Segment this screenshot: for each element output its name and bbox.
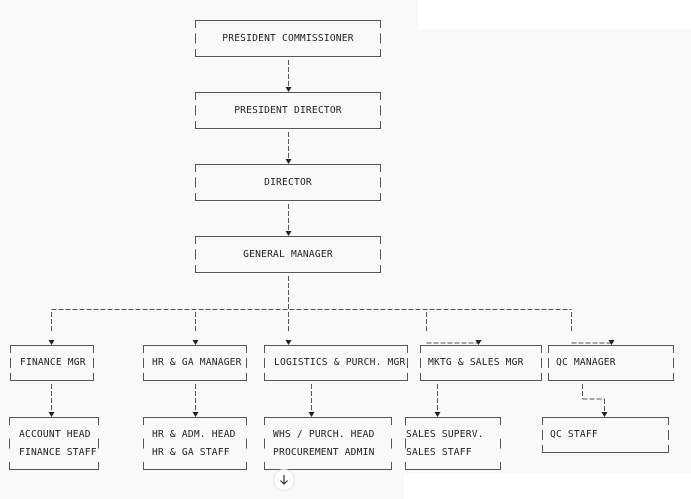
background-panel bbox=[418, 0, 691, 29]
node-label: SALES STAFF bbox=[406, 446, 472, 458]
node-label: WHS / PURCH. HEAD bbox=[273, 428, 375, 440]
node-label: PRESIDENT COMMISSIONER bbox=[222, 32, 354, 44]
node-frame bbox=[264, 345, 408, 381]
mktg-sales-mgr-node: MKTG & SALES MGR bbox=[420, 345, 542, 381]
president-director-node: PRESIDENT DIRECTOR bbox=[195, 92, 381, 129]
hr-ga-manager-node: HR & GA MANAGER bbox=[143, 345, 247, 381]
qc-manager-node: QC MANAGER bbox=[548, 345, 674, 381]
node-label: QC STAFF bbox=[550, 429, 598, 440]
finance-mgr-node: FINANCE MGR bbox=[10, 345, 94, 381]
node-label: FINANCE STAFF bbox=[19, 446, 97, 458]
node-label: MKTG & SALES MGR bbox=[428, 357, 524, 368]
node-label: GENERAL MANAGER bbox=[243, 248, 333, 260]
node-label: LOGISTICS & PURCH. MGR bbox=[274, 357, 406, 368]
scroll-down-button[interactable] bbox=[273, 469, 295, 491]
node-frame bbox=[10, 345, 94, 381]
qc-staff-box-node: QC STAFF bbox=[542, 417, 669, 453]
sales-staff-box-node: SALES SUPERV. SALES STAFF bbox=[405, 417, 501, 470]
arrow-down-icon bbox=[280, 475, 288, 485]
node-label: QC MANAGER bbox=[556, 357, 616, 368]
node-label: HR & GA STAFF bbox=[152, 446, 230, 458]
president-commissioner-node: PRESIDENT COMMISSIONER bbox=[195, 20, 381, 57]
director-node: DIRECTOR bbox=[195, 164, 381, 201]
node-frame bbox=[405, 417, 501, 470]
node-label: HR & GA MANAGER bbox=[152, 357, 242, 368]
node-frame bbox=[195, 164, 381, 201]
node-frame bbox=[420, 345, 542, 381]
node-frame bbox=[542, 417, 669, 453]
node-label: PROCUREMENT ADMIN bbox=[273, 446, 375, 458]
hr-staff-box-node: HR & ADM. HEAD HR & GA STAFF bbox=[143, 417, 247, 470]
logistics-staff-box-node: WHS / PURCH. HEAD PROCUREMENT ADMIN bbox=[264, 417, 392, 470]
node-label: FINANCE MGR bbox=[20, 357, 86, 368]
finance-staff-box-node: ACCOUNT HEAD FINANCE STAFF bbox=[9, 417, 99, 470]
node-label: DIRECTOR bbox=[264, 176, 312, 188]
node-frame bbox=[9, 417, 99, 470]
node-label: ACCOUNT HEAD bbox=[19, 428, 91, 440]
node-label: SALES SUPERV. bbox=[406, 428, 484, 440]
node-frame bbox=[195, 20, 381, 57]
node-frame bbox=[143, 345, 247, 381]
general-manager-node: GENERAL MANAGER bbox=[195, 236, 381, 273]
background-panel bbox=[404, 474, 691, 499]
node-label: HR & ADM. HEAD bbox=[152, 428, 236, 440]
node-frame bbox=[143, 417, 247, 470]
node-label: PRESIDENT DIRECTOR bbox=[234, 104, 342, 116]
node-frame bbox=[548, 345, 674, 381]
node-frame bbox=[195, 92, 381, 129]
logistics-purch-mgr-node: LOGISTICS & PURCH. MGR bbox=[264, 345, 408, 381]
node-frame bbox=[195, 236, 381, 273]
